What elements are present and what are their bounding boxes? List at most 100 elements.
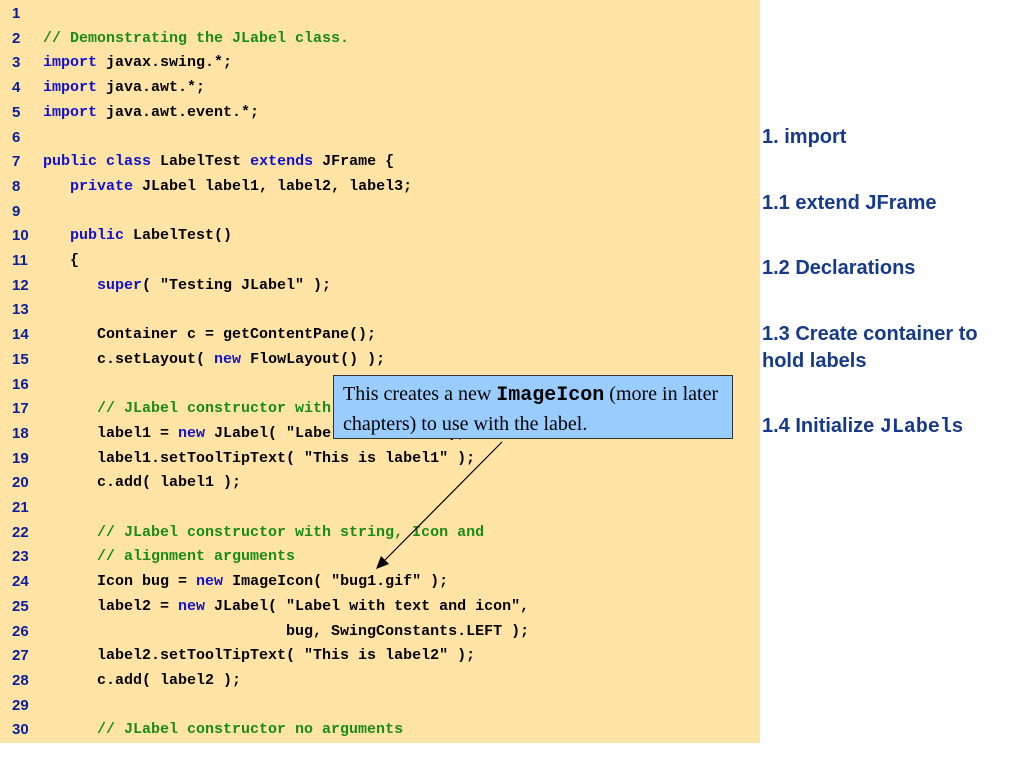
code-token: FlowLayout() ); <box>241 350 386 368</box>
code-keyword: import <box>43 54 98 72</box>
code-token: c.add( label1 ); <box>97 474 242 492</box>
code-keyword: new <box>214 350 242 368</box>
line-number: 20 <box>12 474 29 492</box>
code-text: // JLabel constructor with string, Icon … <box>43 521 484 545</box>
code-line: 24 Icon bug = new ImageIcon( "bug1.gif" … <box>0 570 760 594</box>
code-indent <box>43 252 70 269</box>
line-number: 14 <box>12 326 29 344</box>
code-keyword: new <box>196 573 224 591</box>
code-line: 13 <box>0 298 760 322</box>
code-line: 11 { <box>0 249 760 273</box>
line-number: 26 <box>12 622 29 640</box>
code-token: JLabel label1, label2, label3; <box>133 177 413 195</box>
code-token: LabelTest <box>151 153 251 171</box>
outline-item5-prefix: 1.4 Initialize <box>762 415 880 437</box>
code-line: 20 c.add( label1 ); <box>0 471 760 495</box>
outline-item-extend-jframe: 1.1 extend JFrame <box>762 192 937 214</box>
line-number: 12 <box>12 276 29 294</box>
code-text: label2.setToolTipText( "This is label2" … <box>43 644 475 668</box>
code-line: 9 <box>0 200 760 224</box>
line-number: 3 <box>12 54 21 72</box>
code-indent <box>43 277 97 294</box>
line-number: 13 <box>12 301 29 319</box>
line-number: 2 <box>12 29 21 47</box>
code-token: c.setLayout( <box>97 350 215 368</box>
code-token: c.add( label2 ); <box>97 671 242 689</box>
code-comment: // alignment arguments <box>97 548 296 566</box>
code-text: private JLabel label1, label2, label3; <box>43 175 412 199</box>
code-line: 8 private JLabel label1, label2, label3; <box>0 175 760 199</box>
code-comment: // JLabel constructor no arguments <box>97 721 404 739</box>
outline-item5-suffix: s <box>951 415 963 437</box>
code-token: java.awt.event.*; <box>97 103 260 121</box>
line-number: 27 <box>12 647 29 665</box>
code-keyword: extends <box>250 153 314 171</box>
code-token: ImageIcon( "bug1.gif" ); <box>223 573 449 591</box>
code-token: { <box>70 252 80 269</box>
code-line: 15 c.setLayout( new FlowLayout() ); <box>0 348 760 372</box>
code-text: import java.awt.*; <box>43 76 205 100</box>
outline-item-declarations: 1.2 Declarations <box>762 257 916 279</box>
code-line: 1 <box>0 2 760 26</box>
code-line: 16 <box>0 373 760 397</box>
line-number: 11 <box>12 252 28 269</box>
code-text: c.add( label2 ); <box>43 669 241 693</box>
code-keyword: import <box>43 79 98 97</box>
code-text: Icon bug = new ImageIcon( "bug1.gif" ); <box>43 570 448 594</box>
code-text: c.add( label1 ); <box>43 471 241 495</box>
code-indent <box>43 351 97 368</box>
outline-item-create-container: 1.3 Create container to hold labels <box>762 323 978 372</box>
line-number: 19 <box>12 449 29 467</box>
code-keyword: super <box>97 276 143 294</box>
line-number: 6 <box>12 128 21 146</box>
line-number: 5 <box>12 103 21 121</box>
code-line: 14 Container c = getContentPane(); <box>0 323 760 347</box>
imageicon-callout: This creates a new ImageIcon (more in la… <box>333 375 733 439</box>
line-number: 16 <box>12 375 29 393</box>
code-text: super( "Testing JLabel" ); <box>43 274 331 298</box>
code-line: 26 bug, SwingConstants.LEFT ); <box>0 620 760 644</box>
outline-item-initialize-jlabels: 1.4 Initialize JLabels <box>762 413 1020 441</box>
code-token: label1 = <box>97 424 179 442</box>
code-text: public LabelTest() <box>43 224 232 248</box>
code-token: javax.swing.*; <box>97 54 233 72</box>
code-token: Container c = getContentPane(); <box>97 326 377 344</box>
code-indent <box>43 326 97 343</box>
code-keyword: new <box>178 424 206 442</box>
line-number: 4 <box>12 79 21 97</box>
line-number: 21 <box>12 499 29 516</box>
code-text: label1.setToolTipText( "This is label1" … <box>43 447 475 471</box>
code-comment: // Demonstrating the JLabel class. <box>43 29 350 47</box>
code-line: 5 import java.awt.event.*; <box>0 101 760 125</box>
line-number: 25 <box>12 597 29 615</box>
code-indent <box>43 548 97 565</box>
code-token: LabelTest() <box>124 227 233 245</box>
code-indent <box>43 672 97 689</box>
code-line: 27 label2.setToolTipText( "This is label… <box>0 644 760 668</box>
code-line: 12 super( "Testing JLabel" ); <box>0 274 760 298</box>
line-number: 1 <box>12 5 21 22</box>
code-text: import javax.swing.*; <box>43 51 232 75</box>
code-indent <box>43 524 97 541</box>
code-keyword: new <box>178 597 206 615</box>
code-line: 29 <box>0 694 760 718</box>
callout-text-after: (more in later chapters) to use with the… <box>343 383 719 435</box>
code-indent <box>43 623 286 640</box>
code-keyword: private <box>70 177 134 195</box>
code-text: bug, SwingConstants.LEFT ); <box>43 620 529 644</box>
code-token: JLabel( "Label with text and icon", <box>205 597 530 615</box>
code-text: import java.awt.event.*; <box>43 101 259 125</box>
code-indent <box>43 425 97 442</box>
code-text: c.setLayout( new FlowLayout() ); <box>43 348 385 372</box>
line-number: 8 <box>12 177 21 195</box>
line-number: 28 <box>12 671 29 689</box>
line-number: 30 <box>12 721 29 739</box>
line-number: 24 <box>12 573 29 591</box>
code-text: // Demonstrating the JLabel class. <box>43 27 349 51</box>
code-indent <box>43 598 97 615</box>
code-comment: // JLabel constructor with string, Icon … <box>97 523 485 541</box>
outline-item-import: 1. import <box>762 126 847 148</box>
code-indent <box>43 474 97 491</box>
line-number: 23 <box>12 548 29 566</box>
